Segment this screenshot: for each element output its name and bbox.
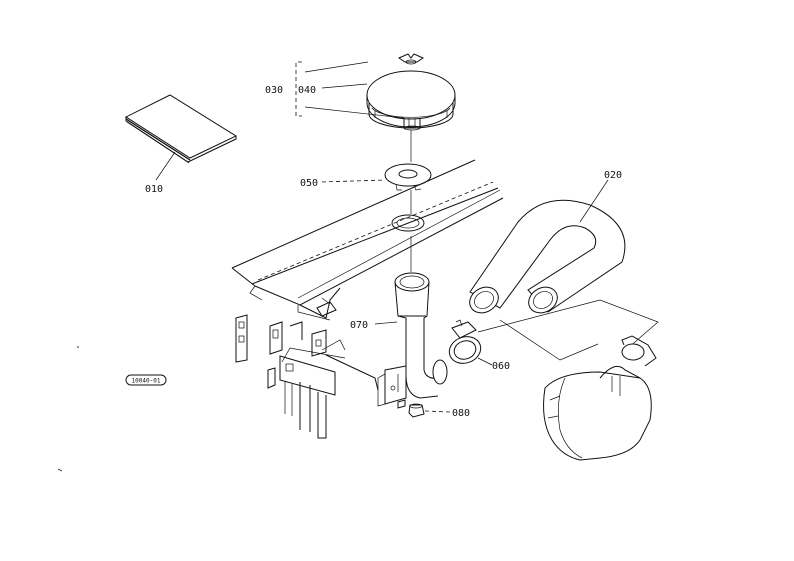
callout-040: 040 <box>298 85 316 96</box>
connection-line-lower <box>499 319 599 361</box>
leader-020 <box>579 179 609 223</box>
leader-030-bottom <box>304 106 405 119</box>
leader-070 <box>374 321 398 325</box>
callout-060: 060 <box>492 361 510 372</box>
callout-020: 020 <box>604 170 622 181</box>
figure-code: 10040-01 <box>132 378 161 385</box>
leader-040 <box>321 83 368 89</box>
hood-panel <box>231 159 504 321</box>
intake-pipe <box>377 272 448 407</box>
intake-hose <box>469 199 626 314</box>
frame-brackets <box>235 314 379 439</box>
callout-030: 030 <box>265 85 283 96</box>
leader-050 <box>321 179 386 183</box>
hose-clamp <box>448 319 482 364</box>
figure-code-stamp: 10040-01 <box>125 374 167 386</box>
leader-060 <box>477 357 493 366</box>
leader-010 <box>155 151 176 181</box>
leader-080 <box>424 410 451 413</box>
grommet <box>384 163 432 191</box>
stray-mark <box>57 468 63 472</box>
callout-010: 010 <box>145 184 163 195</box>
bolt <box>397 399 425 418</box>
air-cleaner <box>366 53 456 131</box>
callout-080: 080 <box>452 408 470 419</box>
connection-line-upper <box>477 299 659 349</box>
bracket-030 <box>295 61 302 117</box>
engine-housing <box>543 335 657 461</box>
stray-dot <box>77 346 79 348</box>
callout-070: 070 <box>350 320 368 331</box>
leader-030-top <box>304 61 369 73</box>
callout-050: 050 <box>300 178 318 189</box>
manual-booklet <box>124 94 238 164</box>
